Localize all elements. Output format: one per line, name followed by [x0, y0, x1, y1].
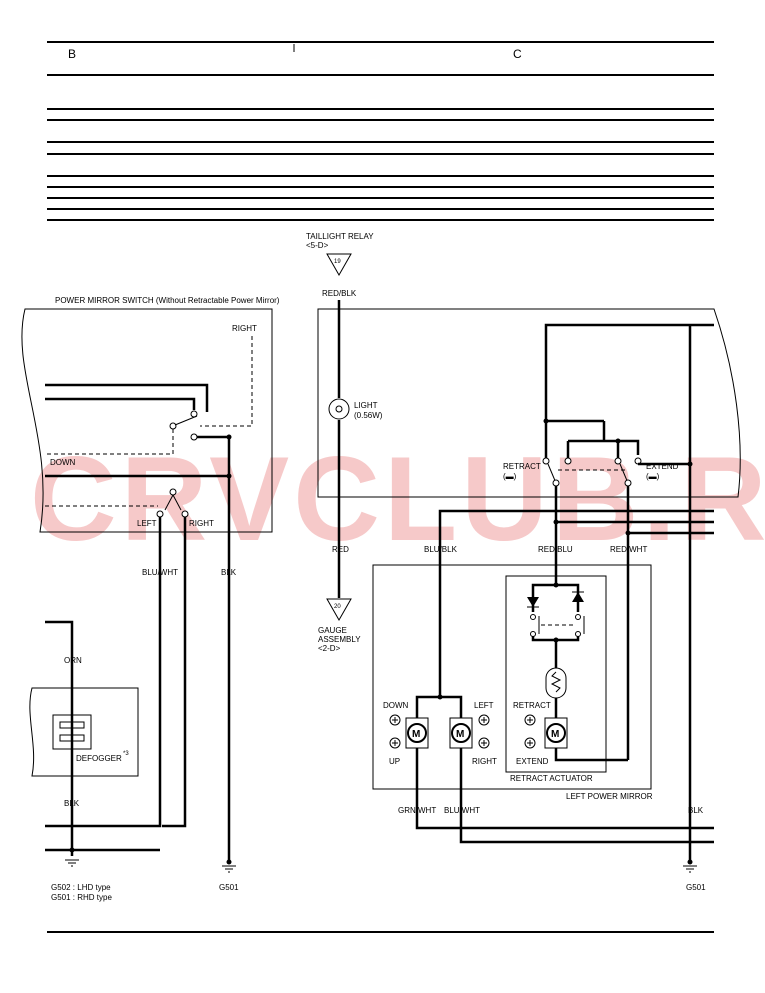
gauge-pin: 20: [334, 604, 341, 610]
light-bulb-icon: [328, 398, 350, 420]
wire-red: RED: [332, 545, 349, 554]
switch-right-top-label: RIGHT: [232, 324, 257, 333]
gauge-label-1: GAUGE: [318, 626, 347, 635]
actuator-extend-label: EXTEND: [516, 757, 549, 766]
gauge-connector: <2-D>: [318, 644, 341, 653]
gauge-label-2: ASSEMBLY: [318, 635, 361, 644]
left-power-mirror-title: LEFT POWER MIRROR: [566, 792, 653, 801]
mirror-down-label: DOWN: [383, 701, 409, 710]
actuator-retract-label: RETRACT: [513, 701, 551, 710]
wire-grn-wht: GRN/WHT: [398, 806, 436, 815]
switch-left-label: LEFT: [137, 519, 157, 528]
defogger-note: *3: [123, 751, 129, 757]
power-mirror-switch-title: POWER MIRROR SWITCH (Without Retractable…: [55, 296, 280, 305]
diode-left-icon: [527, 597, 539, 607]
wire-red-wht: RED/WHT: [610, 545, 647, 554]
column-label-b: B: [68, 47, 76, 61]
defogger-label: DEFOGGER: [76, 754, 122, 763]
retract-actuator-box: [505, 575, 607, 773]
ground-g502-icon: [65, 859, 79, 867]
taillight-relay-title: TAILLIGHT RELAY: [306, 232, 374, 241]
gauge-terminal-icon: [326, 598, 352, 622]
light-rating: (0.56W): [354, 411, 383, 420]
watermark: CRVCLUB.RU: [30, 432, 765, 566]
ground-g501-right-label: G501: [686, 883, 706, 892]
retract-switch-retract-symbol: (▬): [503, 472, 517, 481]
power-mirror-switch-box: [21, 308, 273, 533]
ground-left-label-1: G502 : LHD type: [51, 883, 111, 892]
mirror-right-label: RIGHT: [472, 757, 497, 766]
mirror-plus-icons: [389, 714, 490, 749]
actuator-plus-icon: [524, 714, 536, 749]
wire-blu-wht-switch: BLU/WHT: [142, 568, 178, 577]
mirror-motor-leftright-label: M: [456, 729, 464, 740]
wire-blk-switch: BLK: [221, 568, 237, 577]
wire-blk-right: BLK: [688, 806, 704, 815]
switch-right-bottom-label: RIGHT: [189, 519, 214, 528]
wire-red-blk: RED/BLK: [322, 289, 357, 298]
wire-blu-wht-mirror: BLU/WHT: [444, 806, 480, 815]
taillight-relay-terminal-icon: [326, 253, 352, 277]
wire-blk-defogger: BLK: [64, 799, 80, 808]
ground-left-label-2: G501 : RHD type: [51, 893, 112, 902]
ground-g501-middle-icon: [222, 859, 236, 873]
mirror-left-label: LEFT: [474, 701, 494, 710]
defogger-box: [29, 687, 139, 777]
ground-g501-middle-label: G501: [219, 883, 239, 892]
retract-switch-retract-label: RETRACT: [503, 462, 541, 471]
wire-red-blu: RED/BLU: [538, 545, 573, 554]
taillight-relay-pin: 19: [334, 259, 341, 265]
retract-switch-extend-symbol: (▬): [646, 472, 660, 481]
wire-orn: ORN: [64, 656, 82, 665]
retract-motor-label: M: [551, 729, 559, 740]
diode-right-icon: [572, 592, 584, 602]
ground-g501-right-icon: [683, 865, 697, 873]
header-rules: [47, 41, 714, 933]
switch-down-label: DOWN: [50, 458, 76, 467]
retract-switch-box: [317, 308, 741, 498]
mirror-motor-updown-label: M: [412, 729, 420, 740]
light-label: LIGHT: [354, 401, 378, 410]
wire-blu-blk: BLU/BLK: [424, 545, 458, 554]
column-label-c: C: [513, 47, 522, 61]
defogger-element-icon: [52, 714, 92, 750]
retract-actuator-title: RETRACT ACTUATOR: [510, 774, 593, 783]
retract-switch-extend-label: EXTEND: [646, 462, 679, 471]
taillight-relay-connector: <5-D>: [306, 241, 329, 250]
mirror-up-label: UP: [389, 757, 400, 766]
left-power-mirror-box: [372, 564, 652, 790]
